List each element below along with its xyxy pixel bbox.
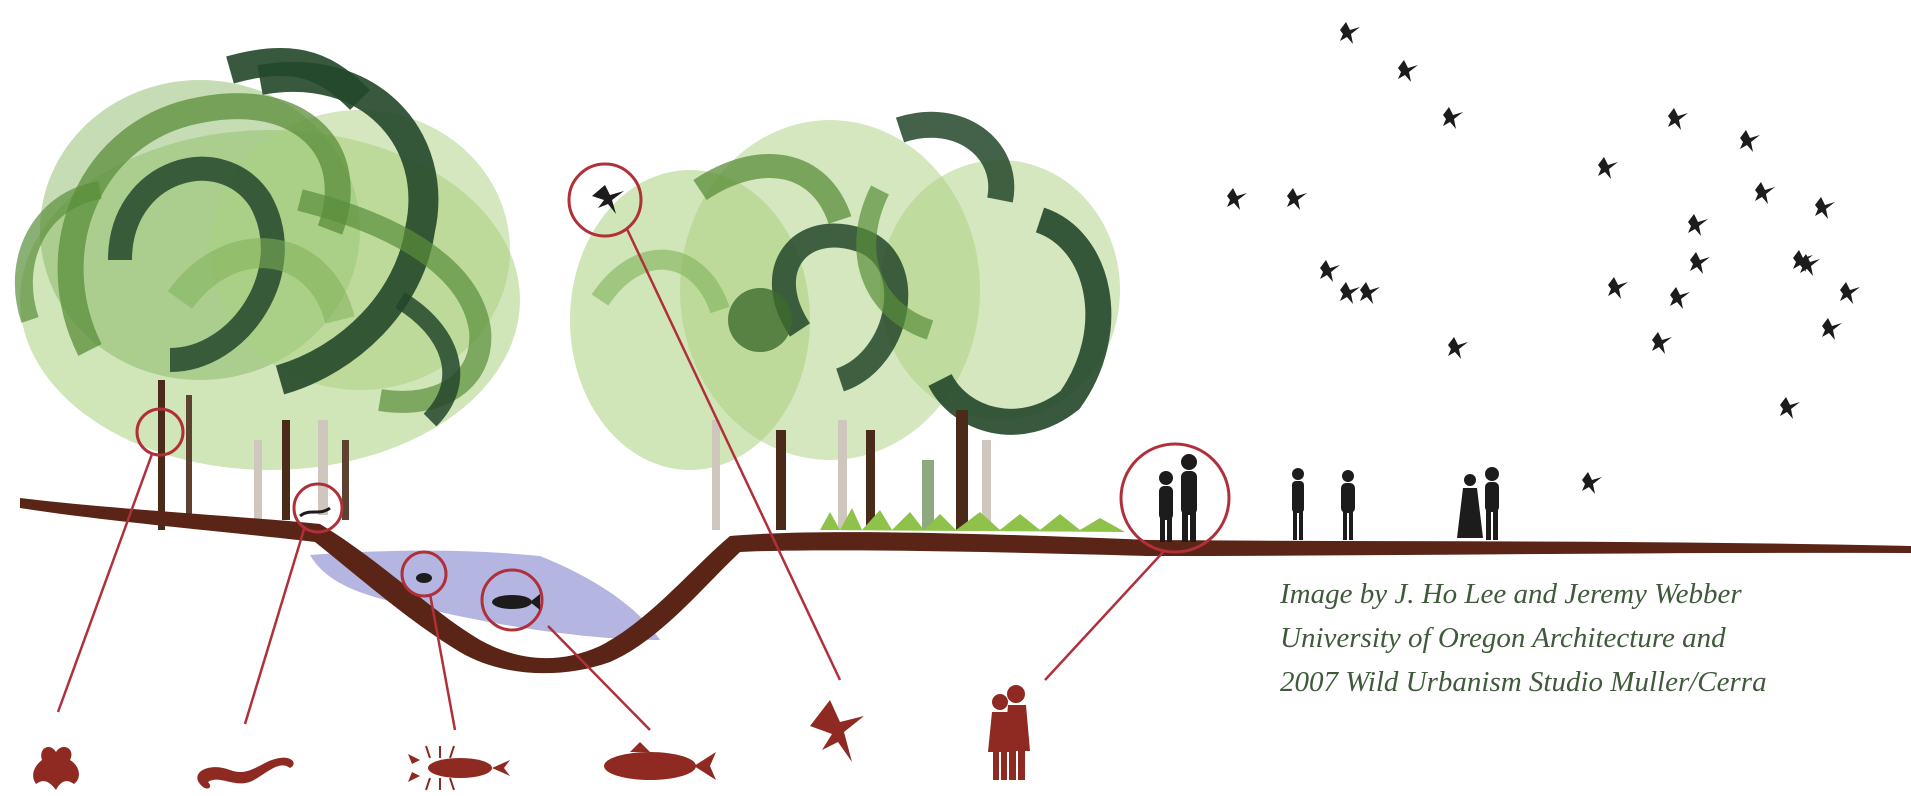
middle-tree-canopy xyxy=(570,120,1120,470)
couple-in-callout xyxy=(1159,454,1197,542)
bird-icon xyxy=(1598,157,1618,179)
crayfish-icon xyxy=(408,746,510,790)
bird-icon xyxy=(1227,188,1247,210)
bird-icon xyxy=(1755,182,1775,204)
bird-icon xyxy=(1740,130,1760,152)
hawk-icon xyxy=(810,700,864,762)
bird-icon xyxy=(1840,282,1860,304)
salmon-small-icon xyxy=(492,595,532,609)
people-icon xyxy=(988,685,1030,780)
crayfish-small-icon xyxy=(416,573,432,583)
bird-icon xyxy=(1340,282,1360,304)
frog-icon xyxy=(33,747,79,790)
bird-icon xyxy=(1690,252,1710,274)
bird-icon xyxy=(1652,332,1672,354)
grass xyxy=(820,508,1125,532)
bird-icon xyxy=(1443,107,1463,129)
snake-icon xyxy=(197,758,293,789)
bird-icon xyxy=(1320,260,1340,282)
bird-icon xyxy=(1340,22,1360,44)
image-credit: Image by J. Ho Lee and Jeremy Webber Uni… xyxy=(1280,572,1767,704)
bird-icon xyxy=(1287,188,1307,210)
bird-icon xyxy=(1608,277,1628,299)
walker-2 xyxy=(1341,470,1355,540)
bird-icon xyxy=(1815,197,1835,219)
salmon-icon xyxy=(604,742,716,780)
bird-icon xyxy=(1668,108,1688,130)
bird-icon xyxy=(1670,287,1690,309)
bird-icon xyxy=(1688,214,1708,236)
callout-people-habitat xyxy=(1121,444,1229,552)
credit-line-1: Image by J. Ho Lee and Jeremy Webber xyxy=(1280,572,1767,616)
bird-icon xyxy=(1582,472,1602,494)
bird-icon xyxy=(1448,337,1468,359)
credit-line-3: 2007 Wild Urbanism Studio Muller/Cerra xyxy=(1280,660,1767,704)
bird-flock xyxy=(1227,22,1860,494)
left-tree-canopy xyxy=(20,62,520,470)
bird-icon xyxy=(1360,282,1380,304)
walking-couple xyxy=(1457,467,1499,540)
walker-1 xyxy=(1292,468,1304,540)
bird-icon xyxy=(1398,60,1418,82)
bird-icon xyxy=(1780,397,1800,419)
people-silhouettes xyxy=(1159,454,1499,542)
credit-line-2: University of Oregon Architecture and xyxy=(1280,616,1767,660)
species-icons-row xyxy=(33,685,1030,790)
bird-icon xyxy=(1822,318,1842,340)
